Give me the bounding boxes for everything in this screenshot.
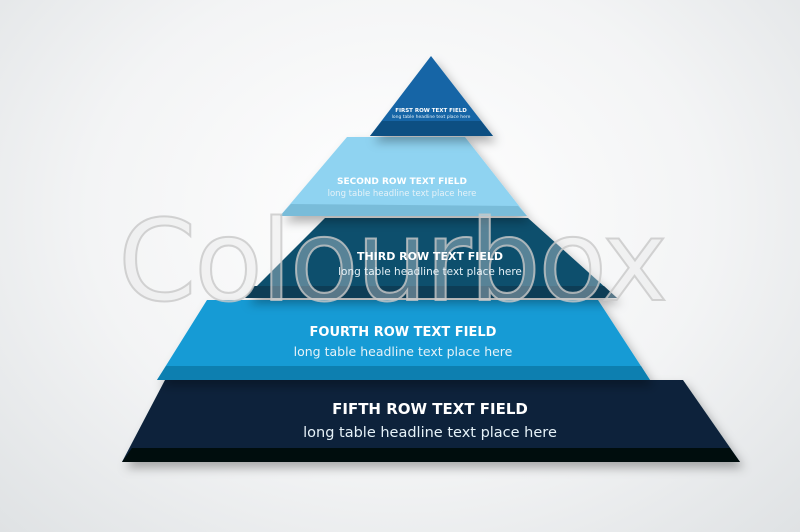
tier-4-band <box>157 366 650 380</box>
tier-3 <box>245 218 617 298</box>
tier-2 <box>280 137 527 216</box>
tier-5 <box>122 380 740 462</box>
tier-5-face <box>122 380 740 462</box>
tier-5-title: FIFTH ROW TEXT FIELD <box>332 400 528 418</box>
tier-2-title: SECOND ROW TEXT FIELD <box>337 177 467 187</box>
tier-4-face <box>157 300 650 380</box>
tier-1 <box>370 56 493 136</box>
tier-1-band <box>370 121 493 136</box>
tier-3-title: THIRD ROW TEXT FIELD <box>357 250 503 263</box>
tier-1-subtitle: long table headline text place here <box>392 114 471 120</box>
tier-3-band <box>245 286 617 298</box>
tier-2-band <box>280 204 527 216</box>
tier-4 <box>157 300 650 380</box>
tier-4-subtitle: long table headline text place here <box>294 344 513 359</box>
tier-3-face <box>245 218 617 298</box>
tier-5-band <box>122 448 740 462</box>
watermark: Colourbox <box>118 197 666 327</box>
tier-1-title: FIRST ROW TEXT FIELD <box>395 108 467 114</box>
tier-3-subtitle: long table headline text place here <box>338 266 522 278</box>
tier-5-subtitle: long table headline text place here <box>303 425 557 441</box>
tier-2-face <box>280 137 527 216</box>
tier-1-face <box>370 56 493 136</box>
tier-4-title: FOURTH ROW TEXT FIELD <box>310 325 497 340</box>
tier-2-subtitle: long table headline text place here <box>328 189 477 199</box>
